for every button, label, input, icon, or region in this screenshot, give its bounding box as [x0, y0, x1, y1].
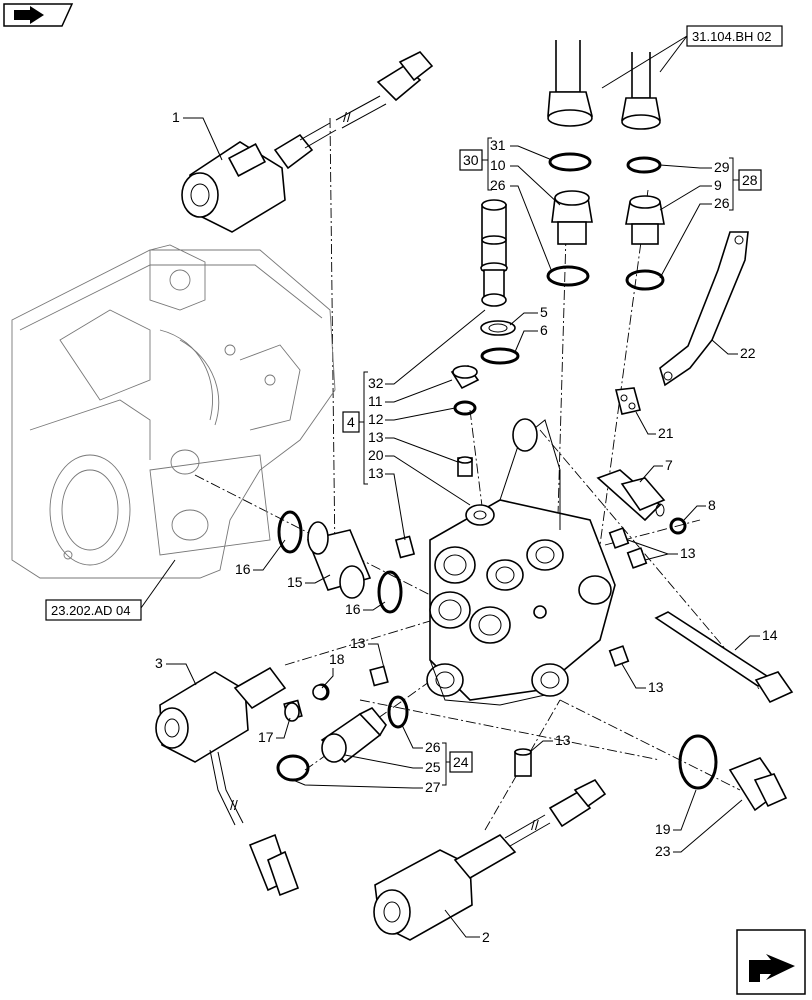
kit-number: 28: [742, 172, 758, 188]
bracket-22: [659, 231, 749, 387]
callout-number: 19: [655, 821, 671, 837]
callout-number: 16: [235, 561, 251, 577]
callout-number: 5: [540, 304, 548, 320]
callout-number: 13: [350, 635, 366, 651]
center-lines: [194, 117, 761, 831]
callout-number: 26: [714, 195, 730, 211]
solenoid-coil-3: //: [155, 666, 300, 897]
svg-text://: //: [343, 109, 351, 125]
callout-number: 11: [368, 393, 383, 409]
callout-number: 14: [762, 627, 778, 643]
bushing-15: [306, 521, 372, 599]
kit-box-28: 28: [738, 169, 762, 191]
callout-number: 23: [655, 843, 671, 859]
callout-number: 22: [740, 345, 756, 361]
callout-number: 13: [368, 465, 384, 481]
callout-number: 10: [490, 157, 506, 173]
svg-text://: //: [531, 817, 539, 833]
callout-number: 12: [368, 411, 384, 427]
book-arrow-icon[interactable]: [3, 3, 74, 27]
kit-box-24: 24: [449, 751, 473, 773]
callout-number: 15: [287, 574, 303, 590]
transmission-housing: [11, 244, 336, 579]
callout-number: 26: [425, 739, 441, 755]
callout-number: 3: [155, 655, 163, 671]
callout-number: 2: [482, 929, 490, 945]
coupler-25: [320, 706, 387, 764]
reference-box-b[interactable]: 23.202.AD 04: [45, 599, 142, 621]
sensor-7: [596, 469, 687, 535]
callout-number: 13: [648, 679, 664, 695]
spool-pin: [480, 199, 516, 336]
callout-number: 13: [368, 429, 384, 445]
callout-number: 31: [490, 137, 506, 153]
callout-number: 25: [425, 759, 441, 775]
plug-23: [728, 757, 788, 812]
callout-number: 20: [368, 447, 384, 463]
next-page-arrow-icon[interactable]: [736, 929, 806, 995]
callout-number: 29: [714, 159, 730, 175]
solenoid-coil-1: //: [181, 51, 434, 233]
kit-number: 4: [347, 414, 355, 430]
kit-number: 30: [463, 152, 479, 168]
svg-text://: //: [230, 797, 238, 813]
callout-number: 16: [345, 601, 361, 617]
kit-number: 24: [453, 754, 469, 770]
callout-number: 9: [714, 177, 722, 193]
callouts: 1 2 3 5 6 7 8 10 31 26 29 9 26 22 21 32: [155, 109, 778, 945]
callout-number: 7: [665, 457, 673, 473]
screw-17: [284, 684, 328, 722]
callout-number: 8: [708, 497, 716, 513]
kit-box-4: 4: [342, 411, 360, 433]
reference-label-a: 31.104.BH 02: [692, 29, 772, 44]
valve-block: [426, 418, 616, 706]
clip-21: [615, 387, 641, 415]
pipe-fittings: [547, 40, 665, 245]
callout-number: 26: [490, 177, 506, 193]
callout-number: 27: [425, 779, 441, 795]
bolt-14: [654, 611, 794, 704]
callout-number: 21: [658, 425, 674, 441]
solenoid-coil-2: //: [373, 778, 607, 941]
callout-number: 13: [680, 545, 696, 561]
callout-number: 17: [258, 729, 274, 745]
callout-number: 13: [555, 732, 571, 748]
callout-number: 32: [368, 375, 384, 391]
reference-label-b: 23.202.AD 04: [51, 603, 131, 618]
reference-box-a[interactable]: 31.104.BH 02: [686, 25, 783, 47]
callout-number: 1: [172, 109, 180, 125]
callout-number: 6: [540, 322, 548, 338]
callout-number: 18: [329, 651, 345, 667]
o-rings: [276, 152, 718, 790]
kit-box-30: 30: [459, 149, 483, 171]
